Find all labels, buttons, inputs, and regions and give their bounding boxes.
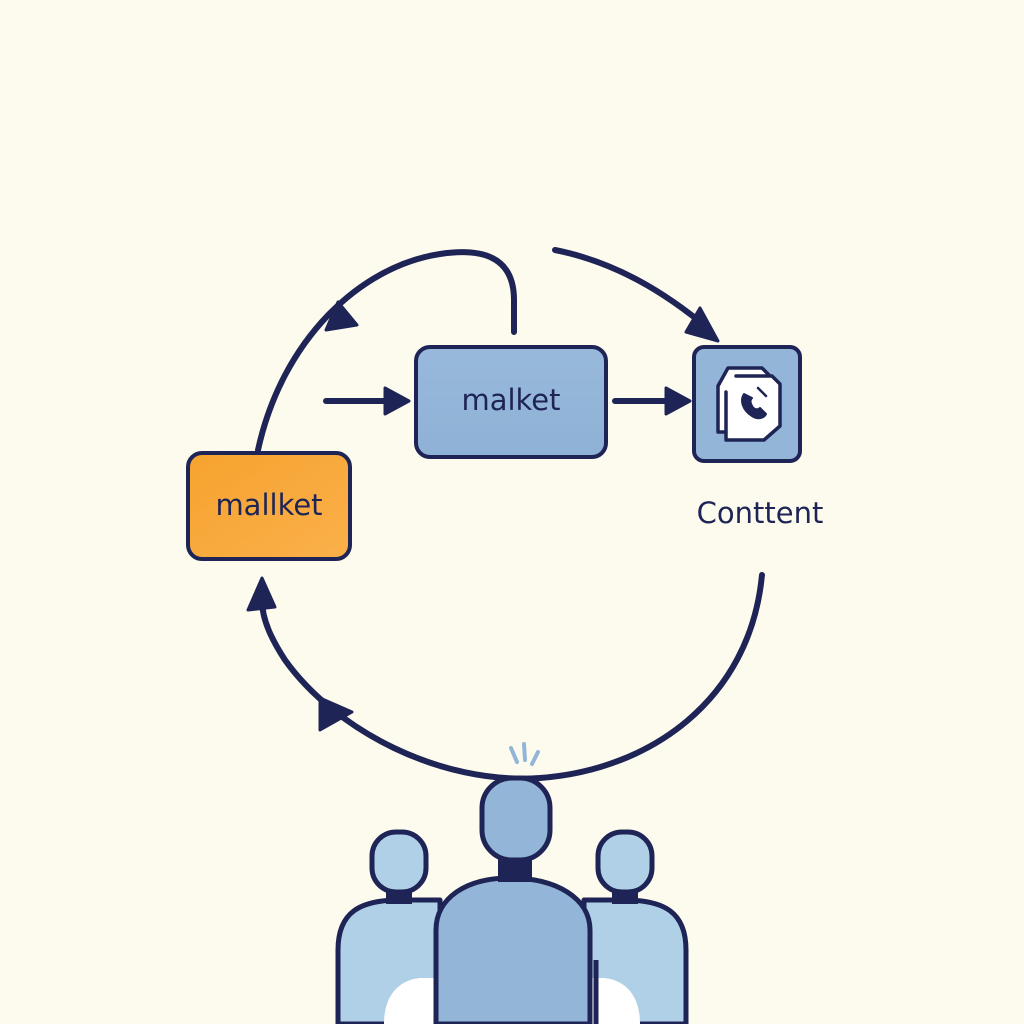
left-node-label: mallket: [215, 488, 322, 522]
arrowhead-upper-right: [684, 306, 720, 343]
people-group-icon: [335, 742, 689, 1024]
phone-document-icon: [716, 366, 782, 442]
right-node-caption: Conttent: [697, 496, 824, 530]
arrowhead-into-center: [383, 386, 411, 416]
arrowhead-lower-left: [318, 696, 354, 732]
center-node-label: malket: [461, 383, 560, 417]
person-right-icon: [581, 829, 689, 1024]
cycle-arc-lower: [259, 572, 765, 782]
left-node: mallket: [186, 451, 352, 561]
person-center-icon: [433, 775, 599, 1024]
arrowhead-upper-left: [324, 300, 359, 332]
right-node: [692, 345, 802, 463]
cycle-arc-upper-left: [255, 249, 517, 453]
arrowhead-center-to-right: [664, 386, 692, 416]
arrowhead-left-box: [246, 576, 277, 612]
cycle-arc-upper-right: [552, 247, 713, 333]
center-node: malket: [414, 345, 608, 459]
person-left-icon: [335, 829, 443, 1024]
sparkle-icon: [509, 742, 540, 766]
